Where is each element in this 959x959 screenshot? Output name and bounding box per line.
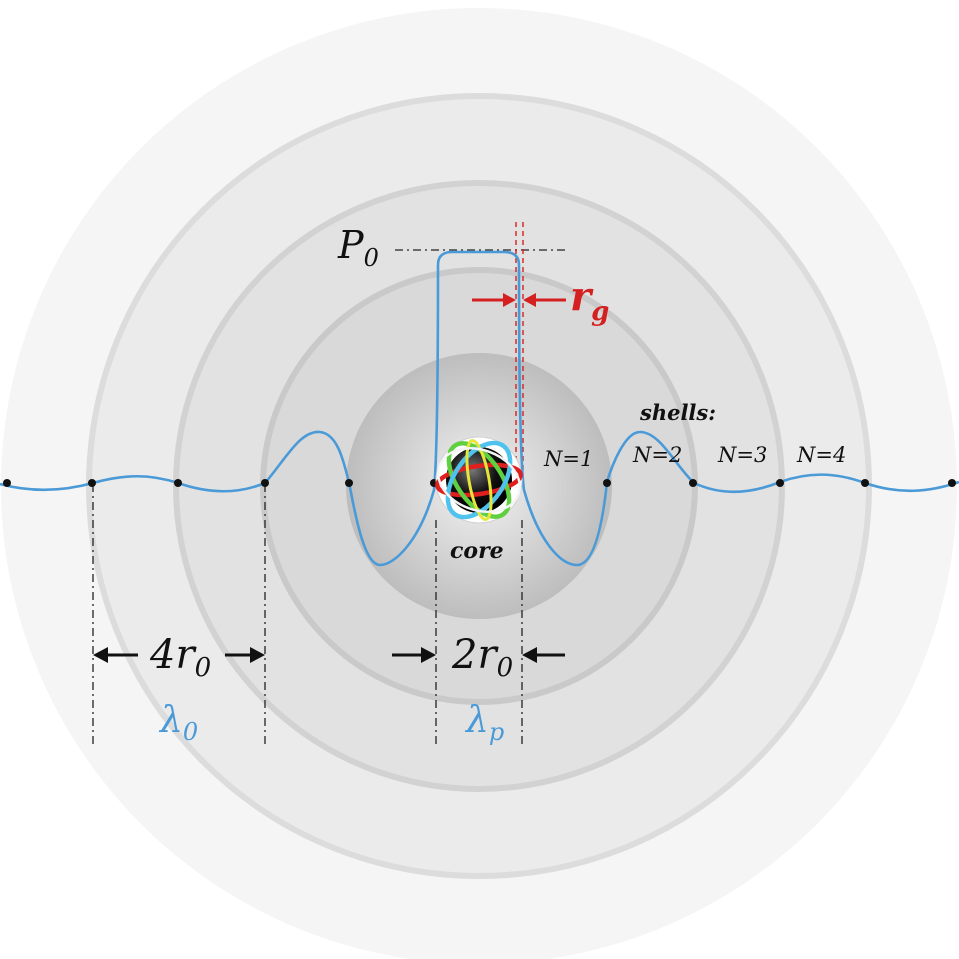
core-label: core	[450, 538, 504, 564]
node-dots	[3, 479, 956, 487]
node-dot	[88, 479, 96, 487]
node-dot	[603, 479, 611, 487]
rg-label: rg	[570, 273, 609, 327]
two-r0-label: 2r0	[451, 632, 513, 683]
arrow-rg-right-head	[523, 293, 536, 307]
orbit-ring-blue	[445, 440, 513, 520]
shell-n3-label: N=3	[717, 443, 767, 467]
orbit-ring-white	[436, 447, 522, 513]
dimension-arrows	[93, 293, 566, 663]
core-particle	[435, 436, 523, 524]
shell-rings	[1, 8, 957, 959]
arrow-4r0-right-head	[250, 647, 265, 663]
node-dot	[261, 479, 269, 487]
arrow-2r0-left-head	[421, 647, 436, 663]
lambdap-label: λp	[464, 700, 504, 746]
node-dot	[174, 479, 182, 487]
node-dot	[776, 479, 784, 487]
arrow-2r0-right-head	[522, 647, 537, 663]
orbit-ring-yellow	[465, 439, 493, 521]
node-dot	[3, 479, 11, 487]
arrow-rg-left-head	[503, 293, 516, 307]
shells-label: shells:	[639, 400, 716, 425]
shell-n4-label: N=4	[796, 443, 846, 467]
p0-label: P0	[337, 223, 379, 272]
wave-function-curve	[0, 250, 959, 567]
node-dot	[689, 479, 697, 487]
node-dot	[948, 479, 956, 487]
node-dot	[861, 479, 869, 487]
orbit-ring-green	[446, 441, 512, 519]
shell-n2-label: N=2	[632, 443, 682, 467]
arrow-4r0-left-head	[93, 647, 108, 663]
lambda0-label: λ0	[158, 700, 198, 746]
orbit-ring-red	[435, 462, 523, 498]
guide-lines	[92, 249, 568, 745]
node-dot	[345, 479, 353, 487]
shell-n1-label: N=1	[543, 447, 593, 471]
four-r0-label: 4r0	[149, 632, 211, 683]
